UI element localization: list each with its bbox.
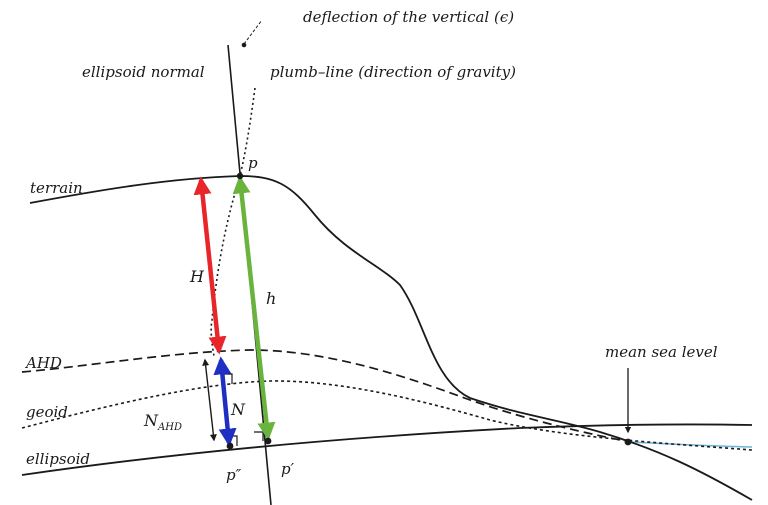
geoid-curve [21, 380, 753, 451]
ahd-separation-arrow [202, 358, 217, 442]
terrain-label: terrain [30, 179, 83, 197]
geoid-label: geoid [26, 403, 68, 421]
point-p-prime-label: p′ [281, 460, 295, 478]
ahd-curve [21, 349, 631, 443]
ellipsoid-normal-label: ellipsoid normal [82, 63, 205, 81]
ahd-separation-label: NAHD [143, 411, 182, 433]
plumb-line [210, 87, 256, 357]
ellipsoid-curve [21, 423, 753, 476]
ellipsoid-label: ellipsoid [26, 450, 90, 468]
orthometric-height-label: H [189, 267, 205, 286]
plumb-line-label: plumb–line (direction of gravity) [270, 63, 516, 81]
terrain-curve [29, 175, 753, 501]
ahd-separation-label-sub: AHD [157, 422, 182, 433]
ellipsoidal-height-arrow [232, 175, 276, 441]
deflection-leader [243, 19, 263, 45]
point-p-double-prime-label: p″ [226, 466, 242, 484]
deflection-label: deflection of the vertical (ϵ) [303, 8, 514, 26]
right-angle-marker-ellipsoid-pp [254, 431, 264, 441]
point-p-double-prime-dot [226, 442, 234, 450]
mean-sea-level-dot [624, 438, 632, 446]
point-p-dot [236, 172, 244, 180]
orthometric-height-arrow [193, 176, 227, 355]
ahd-label: AHD [24, 354, 62, 372]
geoid-separation-arrow [213, 356, 237, 447]
point-p-prime-dot [264, 437, 272, 445]
deflection-dot [241, 42, 247, 48]
mean-sea-level-label: mean sea level [605, 343, 718, 361]
point-p-label: p [248, 154, 258, 172]
ellipsoidal-height-label: h [266, 289, 276, 308]
geoid-separation-label: N [230, 400, 246, 419]
ahd-separation-label-main: N [143, 411, 159, 430]
